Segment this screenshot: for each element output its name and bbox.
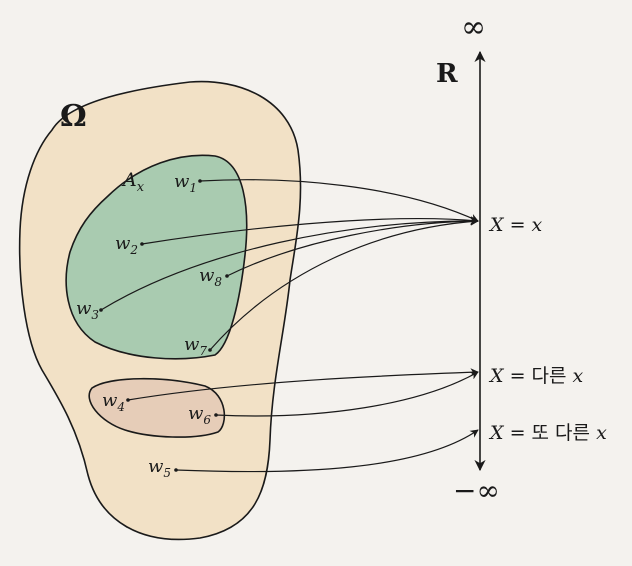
set-a-label: Ax — [121, 169, 145, 195]
positive-infinity-label: ∞ — [461, 10, 486, 45]
outcome-label-w1: w1 — [174, 171, 197, 195]
dot-w3 — [99, 308, 103, 312]
outcome-label-w4: w4 — [102, 390, 125, 414]
mapping-arrows — [100, 179, 479, 473]
dot-w1 — [198, 179, 202, 183]
set-a-region — [65, 154, 248, 360]
outcome-label-w5: w5 — [148, 456, 171, 480]
dot-w4 — [126, 398, 130, 402]
dot-w7 — [208, 348, 212, 352]
outcome-dots — [99, 179, 229, 472]
value-label-x-another: X = 또 다른 x — [488, 422, 607, 444]
dot-w6 — [214, 413, 218, 417]
arrow-w1 — [199, 179, 479, 222]
dot-w5 — [174, 468, 178, 472]
set-b-region — [88, 377, 226, 438]
arrow-w6 — [215, 371, 479, 417]
arrow-w3 — [100, 216, 479, 311]
arrow-w4 — [127, 368, 479, 401]
arrow-w5 — [175, 429, 479, 473]
omega-label: Ω — [60, 99, 87, 134]
value-label-x-other: X = 다른 x — [488, 365, 584, 387]
outcome-label-w7: w7 — [184, 334, 207, 358]
real-line-label: R — [436, 59, 458, 89]
arrow-w7 — [209, 217, 479, 351]
outcome-label-w2: w2 — [115, 233, 138, 257]
dot-w2 — [140, 242, 144, 246]
arrow-w8 — [226, 216, 479, 277]
outcome-label-w3: w3 — [76, 298, 99, 322]
outcome-label-w6: w6 — [188, 403, 211, 427]
negative-infinity-label: −∞ — [453, 474, 500, 507]
value-label-x: X = x — [488, 214, 543, 236]
outcome-label-w8: w8 — [199, 265, 222, 289]
arrow-w2 — [141, 216, 479, 245]
dot-w8 — [225, 274, 229, 278]
